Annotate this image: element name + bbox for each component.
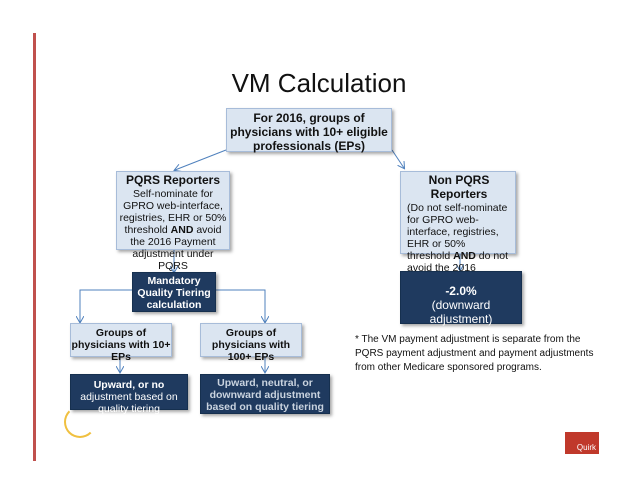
top-box-text: For 2016, groups of physicians with 10+ … (230, 111, 388, 153)
pqrs-text-after: avoid the 2016 Payment adjustment under … (130, 223, 222, 273)
non-pqrs-heading: Non PQRS Reporters (428, 173, 490, 201)
outcome100-text: Upward, neutral, or downward adjustment … (206, 377, 324, 414)
groups100-text: Groups of physicians with 100+ EPs (211, 327, 291, 364)
arrow-top-to-nonpqrs (391, 149, 404, 168)
brand-text: Quirk (576, 443, 596, 452)
groups10-box: Groups of physicians with 10+ EPs (70, 323, 172, 363)
brand-logo: Quirk (565, 432, 599, 454)
non-pqrs-box: Non PQRS Reporters (Do not self-nominate… (400, 171, 516, 298)
downward-value: -2.0% (445, 284, 477, 298)
outcome10-bold: Upward, or no (93, 379, 165, 391)
footnote: * The VM payment adjustment is separate … (355, 334, 594, 373)
pqrs-box: PQRS Reporters Self-nominate for GPRO we… (116, 171, 230, 272)
pqrs-heading: PQRS Reporters (125, 173, 221, 187)
non-pqrs-and: AND (453, 249, 476, 262)
decorative-arc (64, 406, 96, 438)
downward-label: (downward adjustment) (429, 297, 493, 326)
arrow-mandatory-to-groups10 (80, 289, 132, 322)
outcome10-box: Upward, or no adjustment based on qualit… (70, 374, 188, 415)
mandatory-text: Mandatory Quality Tiering calculation (137, 275, 211, 312)
groups100-box: Groups of physicians with 100+ EPs (200, 323, 302, 363)
non-pqrs-text-before: (Do not self-nominate for GPRO web-inter… (407, 201, 508, 262)
outcome100-box: Upward, neutral, or downward adjustment … (200, 374, 330, 414)
outcome10-rest: adjustment based on quality tiering (80, 391, 178, 416)
arrow-top-to-pqrs (175, 149, 227, 170)
arrow-mandatory-to-groups100 (216, 289, 265, 322)
slide-title: VM Calculation (231, 68, 407, 98)
downward-box: -2.0% (downward adjustment) (400, 271, 522, 326)
left-accent-bar (33, 33, 36, 461)
mandatory-box: Mandatory Quality Tiering calculation (132, 272, 216, 312)
top-box: For 2016, groups of physicians with 10+ … (226, 108, 392, 152)
pqrs-text-before: Self-nominate for GPRO web-interface, re… (119, 187, 227, 236)
groups10-text: Groups of physicians with 10+ EPs (71, 327, 171, 364)
pqrs-and: AND (170, 223, 194, 236)
